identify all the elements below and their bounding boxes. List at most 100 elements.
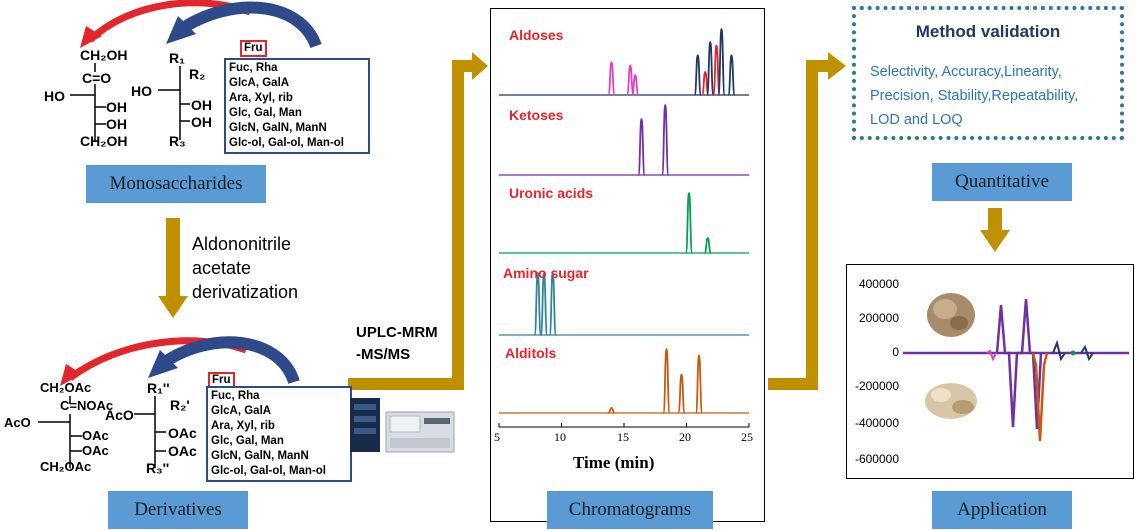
chromatogram-peak <box>631 74 640 96</box>
chromatogram-peak <box>637 118 646 176</box>
derivatization-text: Aldononitrile acetate derivatization <box>192 232 298 304</box>
chromatogram-peak <box>539 272 549 336</box>
sugar-list-item: GlcN, GalN, ManN <box>211 450 309 462</box>
quantitative-label: Quantitative <box>932 163 1072 201</box>
r1pp-label: R₁'' <box>147 380 170 396</box>
oh-right-2: OH <box>191 114 212 130</box>
validation-arrow <box>768 52 846 390</box>
uplc-line-2: -MS/MS <box>356 346 411 363</box>
chromatogram-peak <box>712 44 721 96</box>
monosaccharides-label: Monosaccharides <box>86 165 266 203</box>
chromatogram-plot <box>498 28 750 428</box>
carbonyl: C=O <box>82 70 112 86</box>
ch2oh-top: CH₂OH <box>80 47 128 63</box>
sugar-list-top: Fuc, Rha GlcA, GalA Ara, Xyl, rib Glc, G… <box>224 58 370 154</box>
derivatization-line: derivatization <box>192 282 299 302</box>
r3-label: R₃ <box>169 133 186 149</box>
sample-image-2 <box>925 383 977 419</box>
application-plot <box>903 293 1129 442</box>
y-tick: -400000 <box>854 416 899 430</box>
oac-right-1: OAc <box>168 425 197 441</box>
nitrile-acetate: C=NOAc <box>60 398 114 413</box>
derivatization-line: Aldononitrile <box>192 234 292 254</box>
uplc-instrument-image <box>350 398 455 453</box>
chromatogram-peak <box>703 237 712 254</box>
uplc-arrow <box>348 52 488 390</box>
validation-title: Method validation <box>915 22 1061 41</box>
aco-label: AcO <box>4 415 31 430</box>
fru-label-top: Fru <box>240 40 267 57</box>
r3pp-label: R₃'' <box>146 460 170 476</box>
ho-label: HO <box>44 88 65 104</box>
chromatogram-peak <box>533 272 542 336</box>
curved-arrow-blue-top <box>166 1 322 49</box>
chromatogram-peak <box>677 373 686 414</box>
oh-right-1: OH <box>191 97 212 113</box>
application-chart-panel: 400000 200000 0 -200000 -400000 -600000 <box>846 264 1134 479</box>
uplc-label: UPLC-MRM -MS/MS <box>356 322 438 366</box>
r2p-label: R₂' <box>170 397 190 413</box>
sugar-list-item: Fuc, Rha <box>211 390 260 402</box>
panel-label-ketoses: Ketoses <box>509 107 564 123</box>
y-tick: 200000 <box>858 311 899 325</box>
sugar-list-item: Glc-ol, Gal-ol, Man-ol <box>229 137 344 149</box>
oac-right-2: OAc <box>168 443 197 459</box>
uplc-line-1: UPLC-MRM <box>356 324 438 341</box>
monosaccharide-bonds <box>70 63 190 142</box>
chromatogram-peak <box>608 406 615 414</box>
sample-image-1 <box>927 293 975 337</box>
sugar-list-item: GlcN, GalN, ManN <box>229 122 327 134</box>
x-axis-title: Time (min) <box>573 453 655 472</box>
sugar-list-item: Fuc, Rha <box>229 62 278 74</box>
derivative-bonds <box>38 396 166 468</box>
x-tick: 25 <box>741 430 753 444</box>
ho-right-label: HO <box>131 83 152 99</box>
panel-label-alditols: Alditols <box>505 345 557 361</box>
chromatogram-peak <box>661 104 670 176</box>
chromatogram-peak <box>684 192 694 254</box>
sugar-list-item: Glc-ol, Gal-ol, Man-ol <box>211 465 326 477</box>
oac-label-1: OAc <box>82 428 109 443</box>
derivatives-label: Derivatives <box>108 491 248 529</box>
ch2oac-bottom: CH₂OAc <box>40 459 92 474</box>
application-label: Application <box>932 491 1072 529</box>
sugar-list-item: Ara, Xyl, rib <box>211 420 275 432</box>
application-arrow <box>980 208 1010 252</box>
sugar-list-bottom: Fuc, Rha GlcA, GalA Ara, Xyl, rib Glc, G… <box>206 386 352 482</box>
y-tick: -600000 <box>854 452 899 466</box>
chromatogram-peak <box>607 61 616 96</box>
x-tick: 10 <box>554 430 566 444</box>
panel-label-amino: Amino sugar <box>503 265 589 281</box>
panel-label-aldoses: Aldoses <box>509 27 564 43</box>
x-tick: 5 <box>494 430 500 444</box>
chromatogram-peak <box>727 54 736 96</box>
panel-label-uronic: Uronic acids <box>509 185 594 201</box>
validation-line: Selectivity, Accuracy,Linearity, <box>870 64 1062 80</box>
ch2oh-bottom: CH₂OH <box>80 133 128 149</box>
chromatogram-peak <box>706 41 715 96</box>
derivatization-arrow <box>158 218 188 318</box>
derivatization-line: acetate <box>192 258 252 278</box>
aco-right-label: AcO <box>105 407 134 423</box>
sugar-list-item: Glc, Gal, Man <box>229 107 302 119</box>
r1-label: R₁ <box>169 50 185 66</box>
chromatograms-label: Chromatograms <box>547 491 713 529</box>
chromatogram-peak <box>693 54 702 96</box>
validation-line: Precision, Stability,Repeatability, <box>870 88 1079 104</box>
y-tick: 400000 <box>858 277 899 291</box>
sugar-list-item: Ara, Xyl, rib <box>229 92 293 104</box>
method-validation-box: Method validation Selectivity, Accuracy,… <box>852 6 1124 140</box>
chromatogram-panel: Aldoses Ketoses Uronic acids Amino sugar… <box>490 8 765 522</box>
oh-label-2: OH <box>106 116 127 132</box>
chromatogram-peak <box>626 64 635 96</box>
oac-label-2: OAc <box>82 443 109 458</box>
y-tick: 0 <box>892 345 899 359</box>
x-tick: 20 <box>679 430 691 444</box>
curved-arrow-blue-bottom <box>148 336 300 385</box>
r2-label: R₂ <box>189 66 206 82</box>
validation-line: LOD and LOQ <box>870 112 963 128</box>
ch2oac-top: CH₂OAc <box>40 380 92 395</box>
chromatogram-peak <box>694 354 704 414</box>
